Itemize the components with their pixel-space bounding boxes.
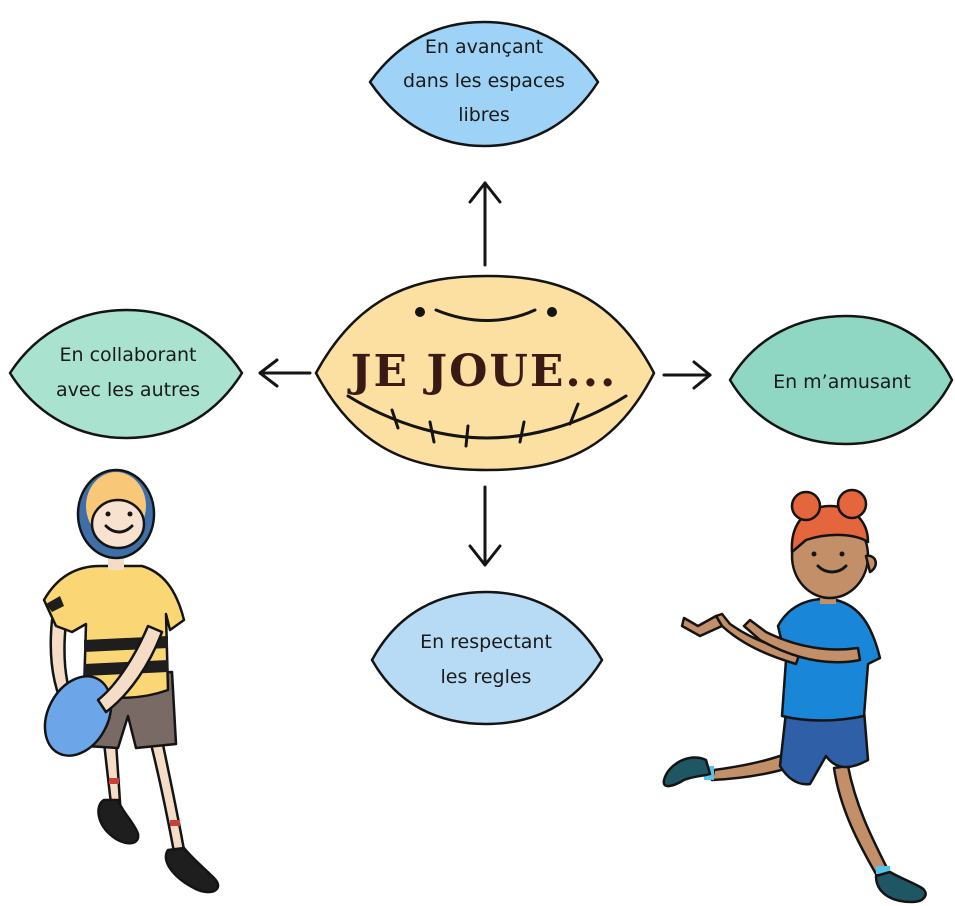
boy-illustration [42,468,220,894]
center-title: JE JOUE... [347,346,618,397]
central-rugby-ball: JE JOUE... [314,274,656,472]
bubble-bottom-line-1: En respectant [420,631,552,653]
bubble-left: En collaborant avec les autres [8,308,244,440]
ball-stitch [518,420,526,444]
bubble-top-line-3: libres [458,104,510,126]
bubble-bottom-line-2: les regles [441,666,532,688]
ball-smile [434,308,537,322]
ball-stitch [464,424,470,448]
bubble-right: En m’amusant [728,314,954,446]
bubble-left-shape [8,308,244,440]
girl-illustration [662,488,927,904]
bubble-top-shape [368,20,600,148]
ball-right-eye [547,307,557,317]
bubble-top-line-2: dans les espaces [403,70,565,92]
ball-stitch [568,402,580,426]
bubble-left-line-1: En collaborant [60,344,197,366]
bubble-right-line-1: En m’amusant [773,371,911,393]
bubble-bottom-shape [370,590,604,726]
bubble-top-line-1: En avançant [425,36,543,58]
ball-stitch [428,420,436,444]
bubble-right-shape [728,314,954,446]
bubble-left-line-2: avec les autres [56,379,200,401]
ball-left-eye [415,307,425,317]
bubble-top: En avançant dans les espaces libres [368,20,600,148]
arrow-left [258,358,312,388]
arrow-right [662,360,712,390]
arrow-down [468,485,502,567]
ball-stitch [390,408,400,430]
bubble-bottom: En respectant les regles [370,590,604,726]
arrow-up [468,181,502,267]
